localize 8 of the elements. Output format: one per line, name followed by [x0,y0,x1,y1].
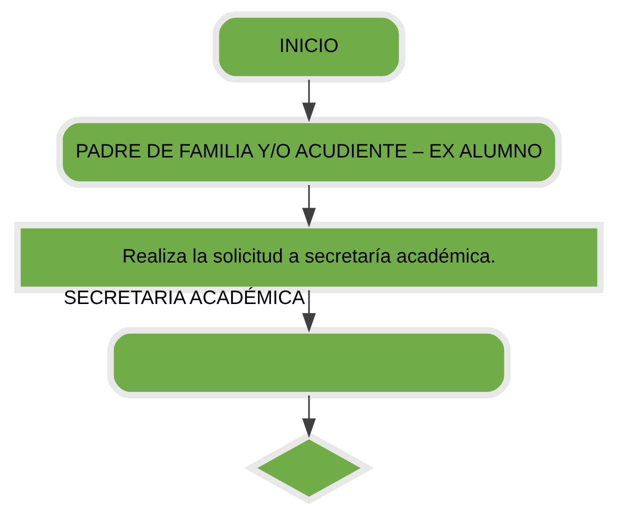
node-diamond [244,432,374,504]
node-box [107,327,511,398]
node-box: INICIO [212,11,406,83]
arrow [302,396,316,438]
arrow [302,80,316,122]
arrow [302,185,316,228]
node-box: PADRE DE FAMILIA Y/O ACUDIENTE – EX ALUMNO [56,116,562,188]
arrow [302,290,316,333]
